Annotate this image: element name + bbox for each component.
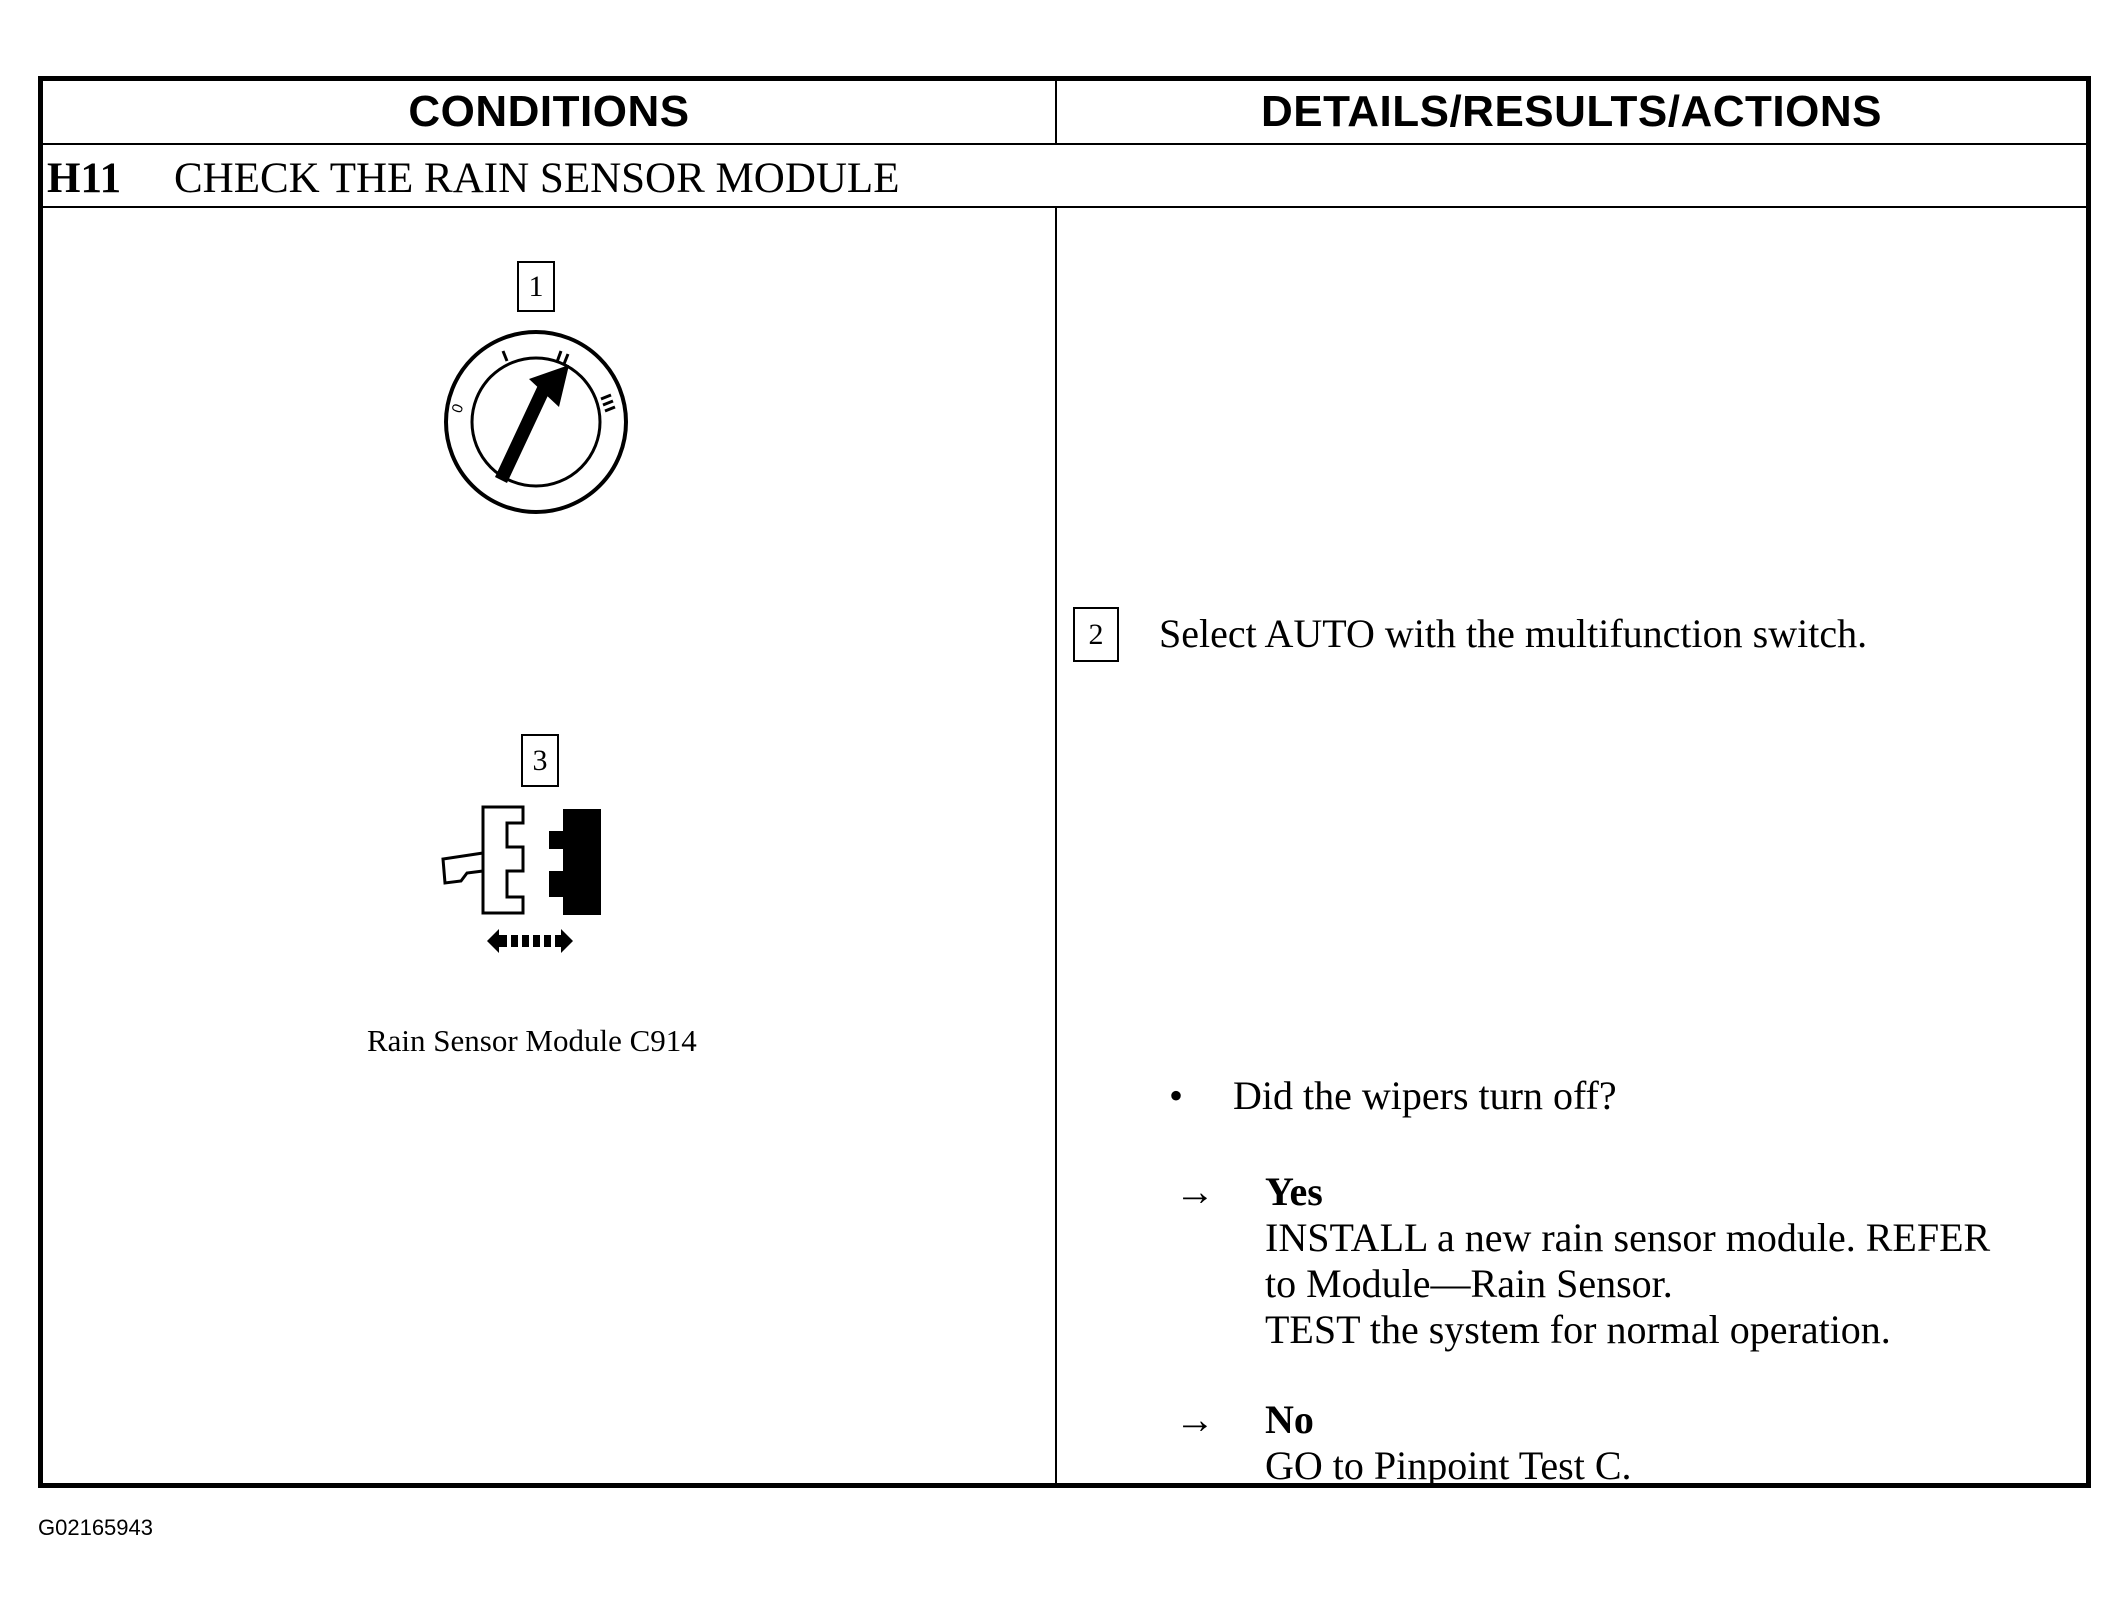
question-text: Did the wipers turn off? [1233,1073,1617,1118]
callout-3: 3 [521,734,559,787]
no-arrow: → [1175,1397,1215,1442]
details-header: DETAILS/RESULTS/ACTIONS [1261,87,1882,136]
procedure-table: CONDITIONS DETAILS/RESULTS/ACTIONS H11 C… [38,76,2091,1488]
yes-action-line-2: to Module—Rain Sensor. [1265,1261,1673,1306]
step-id: H11 [47,154,122,202]
yes-label: Yes [1265,1169,1323,1214]
question-bullet: • [1169,1073,1184,1118]
header-column-divider [1055,81,1057,144]
figure-id: G02165943 [38,1515,153,1540]
step-title-row: H11 CHECK THE RAIN SENSOR MODULE [47,147,899,209]
no-label: No [1265,1397,1314,1442]
callout-1: 1 [517,261,555,312]
body-column-divider [1055,207,1057,1483]
conditions-header: CONDITIONS [408,87,690,136]
svg-text:0: 0 [448,402,467,416]
callout-2: 2 [1073,607,1119,662]
connector-disconnect-icon [441,805,601,953]
ignition-switch-icon: 0 [444,330,628,514]
yes-action-line-1: INSTALL a new rain sensor module. REFER [1265,1215,1991,1260]
header-divider [43,143,2086,145]
connector-caption: Rain Sensor Module C914 [367,1023,697,1058]
yes-action-line-3: TEST the system for normal operation. [1265,1307,1891,1352]
step-2-instruction: Select AUTO with the multifunction switc… [1159,611,1868,656]
yes-arrow: → [1175,1169,1215,1214]
no-action-line-1: GO to Pinpoint Test C. [1265,1443,1632,1488]
step-title-divider [43,206,2086,208]
step-title: CHECK THE RAIN SENSOR MODULE [174,154,900,202]
